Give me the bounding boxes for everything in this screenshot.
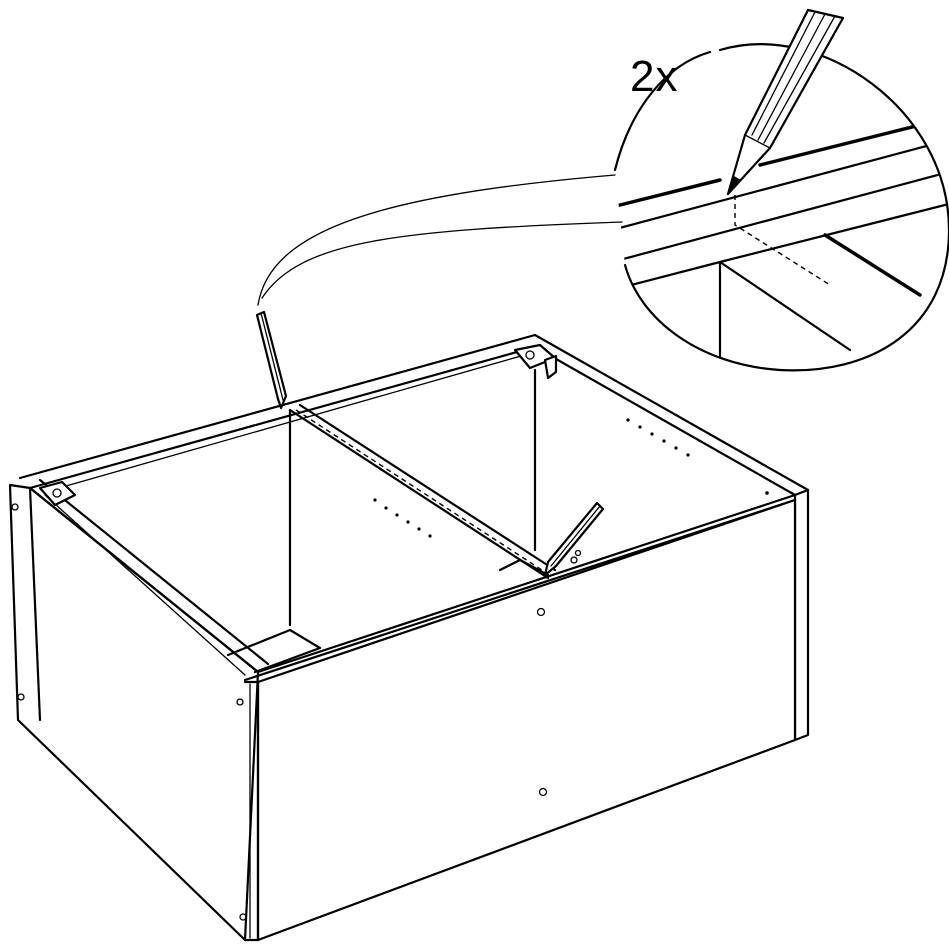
quantity-label: 2x [630,52,679,101]
callout-leader [257,174,616,306]
callout-leader [261,221,623,299]
cabinet-frame [8,333,810,942]
magnified-detail-callout [613,8,949,372]
shelf-pin-holes-left [373,498,432,538]
pencil-icon [543,501,605,577]
shelf-pin-holes-right [626,418,690,457]
screw-marks [11,503,582,921]
pencil-icon [726,8,845,196]
pencil-icon [255,310,288,410]
